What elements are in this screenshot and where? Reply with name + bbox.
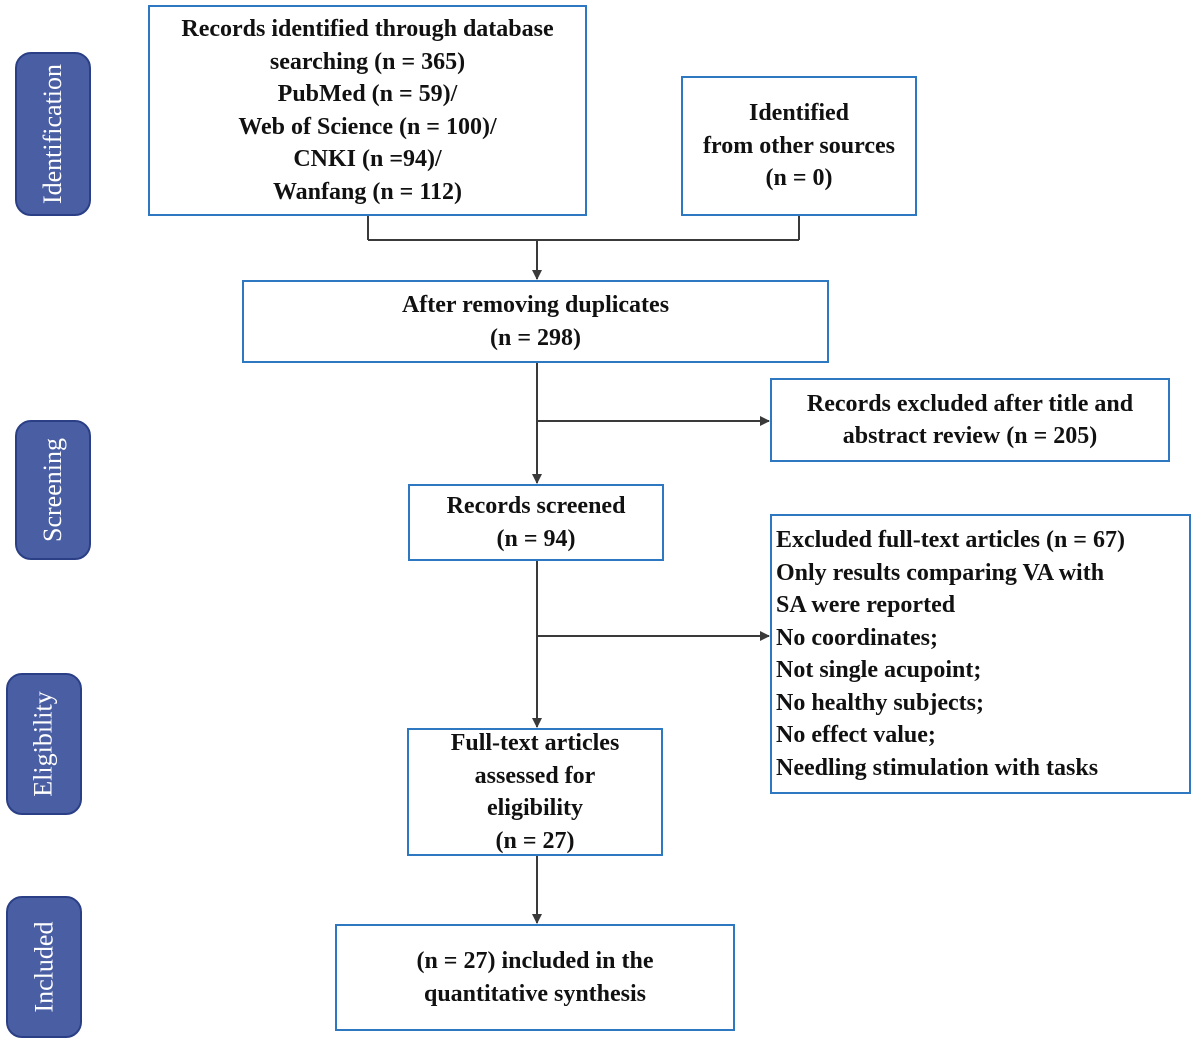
other-sources-line-1: Identified (748, 100, 849, 127)
stage-identification: Identification (15, 52, 91, 216)
other-sources-line-2: from other sources (703, 132, 895, 159)
excluded-full-text-line-7: No effect value; (776, 722, 936, 748)
excluded-title-line-2: abstract review (n = 205) (842, 423, 1098, 449)
other-sources-line-3: (n = 0) (765, 165, 833, 192)
excluded-full-text-line-3: SA were reported (776, 592, 956, 618)
excluded-full-text-line-2: Only results comparing VA with (776, 559, 1105, 586)
full-text-assessed-line-2: assessed for (474, 762, 596, 789)
box-database-search: Records identified through database sear… (148, 5, 587, 216)
box-excluded-title-abstract-text: Records excluded after title and abstrac… (807, 388, 1133, 453)
box-included-synthesis: (n = 27) included in the quantitative sy… (335, 924, 735, 1031)
box-records-screened: Records screened (n = 94) (408, 484, 664, 561)
box-other-sources: Identified from other sources (n = 0) (681, 76, 917, 216)
box-excluded-full-text-text: Excluded full-text articles (n = 67) Onl… (776, 524, 1125, 784)
box-records-screened-text: Records screened (n = 94) (447, 490, 626, 555)
records-screened-line-2: (n = 94) (496, 525, 576, 552)
box-database-search-text: Records identified through database sear… (181, 13, 553, 208)
included-synthesis-line-2: quantitative synthesis (423, 980, 647, 1007)
box-after-duplicates: After removing duplicates (n = 298) (242, 280, 829, 363)
stage-screening: Screening (15, 420, 91, 560)
box-included-synthesis-text: (n = 27) included in the quantitative sy… (416, 945, 653, 1010)
excluded-title-line-1: Records excluded after title and (806, 390, 1134, 417)
stage-included: Included (6, 896, 82, 1038)
full-text-assessed-line-1: Full-text articles (450, 730, 620, 756)
box-excluded-title-abstract: Records excluded after title and abstrac… (770, 378, 1170, 462)
full-text-assessed-line-4: (n = 27) (495, 827, 575, 854)
included-synthesis-line-1: (n = 27) included in the (416, 948, 654, 974)
excluded-full-text-line-4: No coordinates; (776, 624, 938, 651)
box-after-duplicates-text: After removing duplicates (n = 298) (402, 289, 669, 354)
database-search-line-6: Wanfang (n = 112) (272, 178, 463, 205)
box-excluded-full-text: Excluded full-text articles (n = 67) Onl… (770, 514, 1191, 794)
stage-eligibility: Eligibility (6, 673, 82, 815)
excluded-full-text-line-1: Excluded full-text articles (n = 67) (776, 527, 1125, 553)
box-other-sources-text: Identified from other sources (n = 0) (703, 97, 895, 195)
excluded-full-text-line-5: Not single acupoint; (776, 657, 982, 683)
database-search-line-5: CNKI (n =94)/ (293, 146, 442, 172)
excluded-full-text-line-6: No healthy subjects; (776, 689, 984, 716)
after-duplicates-line-2: (n = 298) (489, 324, 581, 351)
database-search-line-1: Records identified through database (181, 16, 554, 42)
records-screened-line-1: Records screened (446, 493, 626, 519)
database-search-line-2: searching (n = 365) (269, 48, 466, 75)
excluded-full-text-line-8: Needling stimulation with tasks (776, 754, 1099, 781)
database-search-line-4: Web of Science (n = 100)/ (238, 113, 497, 140)
database-search-line-3: PubMed (n = 59)/ (277, 81, 458, 107)
box-full-text-assessed-text: Full-text articles assessed for eligibil… (451, 727, 620, 857)
box-full-text-assessed: Full-text articles assessed for eligibil… (407, 728, 663, 856)
full-text-assessed-line-3: eligibility (486, 795, 583, 821)
after-duplicates-line-1: After removing duplicates (401, 292, 670, 318)
